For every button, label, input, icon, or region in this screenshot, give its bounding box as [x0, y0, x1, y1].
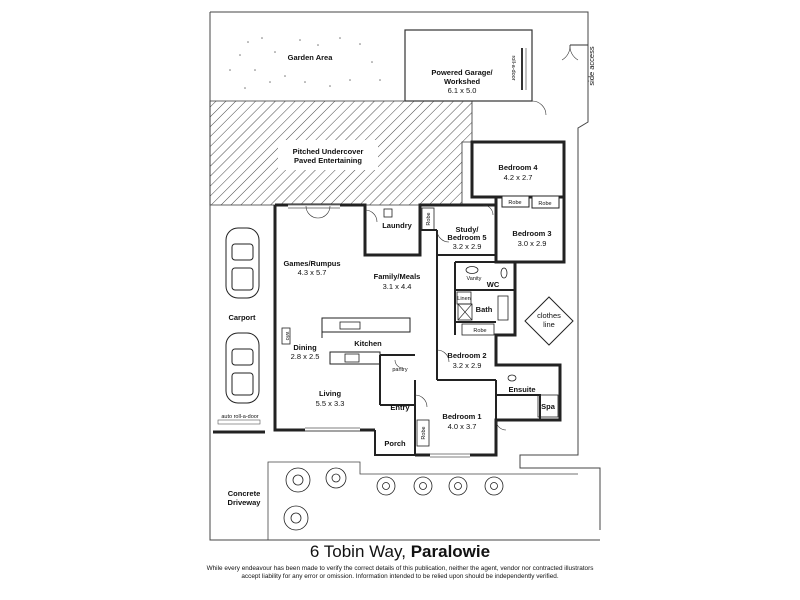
- robe-bed1: [416, 419, 430, 447]
- auto-door-label: auto roll-a-door: [221, 414, 258, 420]
- wc-label: WC: [487, 280, 500, 289]
- robe-bed4: [501, 195, 530, 208]
- wall-oven-label: w/o: [284, 331, 290, 341]
- porch-label: Porch: [384, 439, 406, 448]
- linen-label: Linen: [457, 296, 470, 302]
- bedroom1-size: 4.0 x 3.7: [448, 422, 477, 431]
- car-bottom: [225, 332, 260, 404]
- dining-label: Dining: [293, 343, 317, 352]
- bedroom4-label: Bedroom 4: [498, 163, 538, 172]
- laundry-label: Laundry: [382, 221, 412, 230]
- bath-tub: [497, 295, 509, 321]
- linen-press: [456, 291, 472, 305]
- robe-bed2: [461, 323, 495, 336]
- door-swings: [305, 204, 507, 431]
- games-size: 4.3 x 5.7: [298, 268, 327, 277]
- robe-study-label: Robe: [426, 212, 432, 225]
- kitchen-bench: [329, 351, 381, 365]
- driveway-edge: [267, 461, 578, 540]
- roll-door-label: roll-a-door: [510, 55, 516, 80]
- bedroom1-label: Bedroom 1: [442, 412, 481, 421]
- robe-bed2-label: Robe: [473, 328, 486, 334]
- carport-label: Carport: [228, 313, 256, 322]
- clothes-line: [524, 296, 574, 346]
- study-size: 3.2 x 2.9: [453, 242, 482, 251]
- bedroom2-label: Bedroom 2: [447, 351, 486, 360]
- family-size: 3.1 x 4.4: [383, 282, 412, 291]
- bedroom3-size: 3.0 x 2.9: [518, 239, 547, 248]
- robe-bed3-label: Robe: [538, 201, 551, 207]
- bedroom2-size: 3.2 x 2.9: [453, 361, 482, 370]
- front-garden-plants: [283, 467, 504, 531]
- dining-size: 2.8 x 2.5: [291, 352, 320, 361]
- side-access-label: side access: [587, 46, 596, 85]
- disclaimer: While every endeavour has been made to v…: [206, 565, 594, 580]
- entry-label: Entry: [390, 403, 410, 412]
- ensuite-label: Ensuite: [508, 385, 535, 394]
- family-label: Family/Meals: [374, 272, 421, 281]
- kitchen-island: [321, 317, 411, 333]
- kitchen-label: Kitchen: [354, 339, 382, 348]
- living-label: Living: [319, 389, 342, 398]
- house-exterior: [275, 203, 562, 457]
- address-street: 6 Tobin Way,: [309, 542, 411, 561]
- bedroom3-label: Bedroom 3: [512, 229, 551, 238]
- games-label: Games/Rumpus: [283, 259, 340, 268]
- robe-bed4-label: Robe: [508, 200, 521, 206]
- study-label: Study/Bedroom 5: [447, 225, 486, 242]
- site-boundary: [210, 11, 601, 530]
- living-size: 5.5 x 3.3: [316, 399, 345, 408]
- wc-toilet: [500, 267, 508, 279]
- robe-bed3: [531, 195, 560, 209]
- pantry-label: pantry: [392, 367, 408, 373]
- garage-label: Powered Garage/Workshed: [431, 68, 493, 86]
- property-address: 6 Tobin Way, Paralowie: [0, 542, 800, 562]
- bath-label: Bath: [476, 305, 493, 314]
- garage-size: 6.1 x 5.0: [448, 86, 477, 95]
- robe-bed1-label: Robe: [421, 426, 427, 439]
- spa-bath: [537, 394, 559, 418]
- robe-study: [421, 207, 435, 231]
- address-suburb: Paralowie: [410, 542, 491, 561]
- vanity-basin: [465, 266, 479, 274]
- spa-label: Spa: [541, 402, 556, 411]
- car-top: [225, 227, 260, 299]
- garden-shrubs: [229, 37, 381, 89]
- garden-label: Garden Area: [288, 53, 334, 62]
- vanity-label: Vanity: [467, 276, 482, 282]
- bedroom4-size: 4.2 x 2.7: [504, 173, 533, 182]
